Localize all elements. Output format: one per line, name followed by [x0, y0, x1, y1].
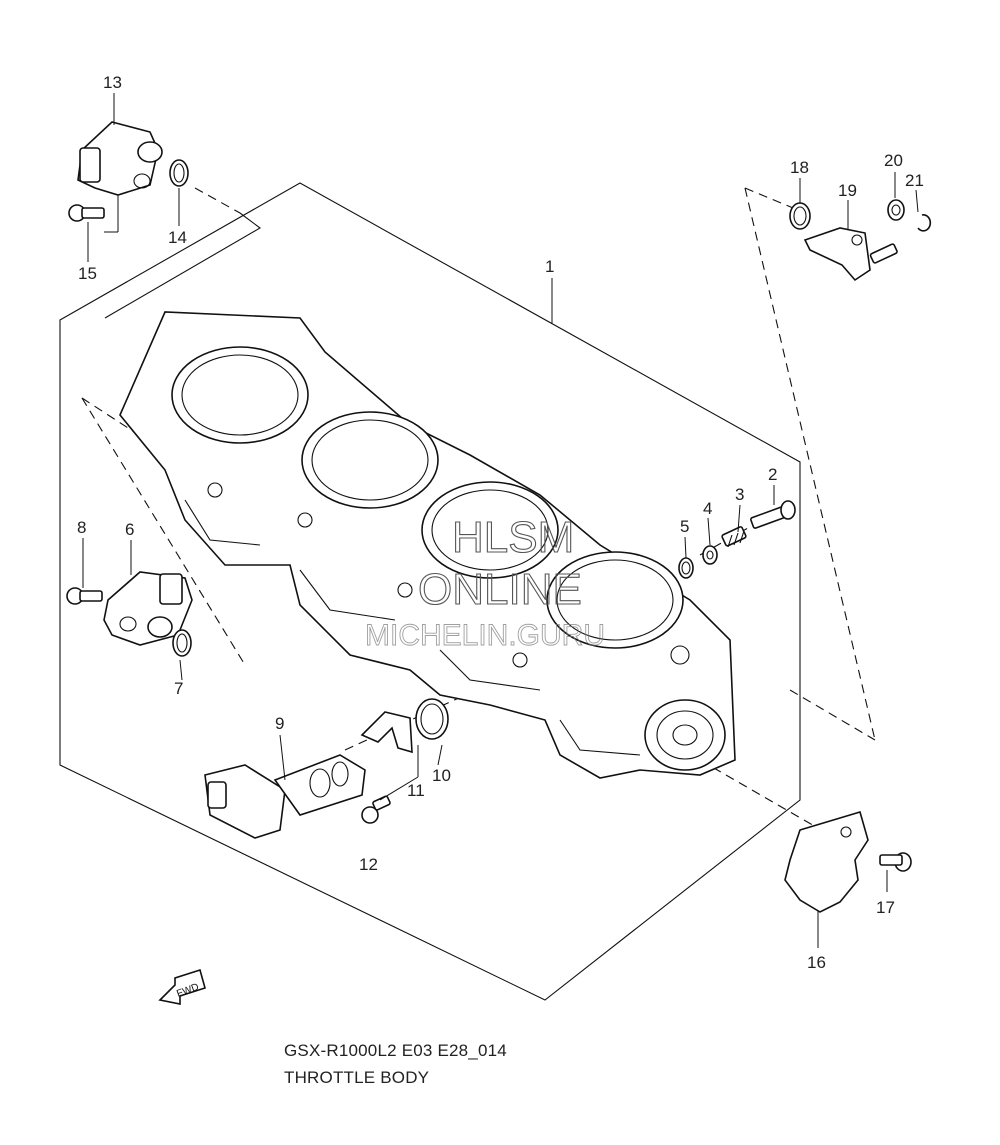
- guide-line-top: [194, 187, 241, 214]
- callout-20: 20: [884, 151, 903, 170]
- part-3-spring: [721, 526, 747, 548]
- diagram-code-caption: GSX-R1000L2 E03 E28_014: [284, 1041, 507, 1060]
- part-4-washer: [702, 545, 718, 565]
- callout-14: 14: [168, 228, 187, 247]
- callout-13: 13: [103, 73, 122, 92]
- part-2-screw: [750, 500, 796, 529]
- part-9-sensor: [204, 754, 366, 839]
- assembly-frame: [59, 182, 801, 1001]
- callout-16: 16: [807, 953, 826, 972]
- watermark-line-1: HLSM: [452, 513, 574, 562]
- callout-21: 21: [905, 171, 924, 190]
- diagram-title-caption: THROTTLE BODY: [284, 1068, 430, 1087]
- part-8-screw: [66, 587, 103, 605]
- watermark: HLSM ONLINE MICHELIN.GURU: [365, 512, 606, 652]
- watermark-line-3: MICHELIN.GURU: [365, 619, 605, 652]
- guide-line-left-a: [81, 397, 246, 666]
- callout-5: 5: [680, 517, 689, 536]
- part-19-lever: [803, 227, 898, 282]
- leader-lines: [82, 93, 919, 948]
- guide-line-right-b: [744, 187, 811, 216]
- part-11-clamp: [360, 711, 413, 754]
- part-13-sensor: [77, 121, 163, 196]
- part-17-bolt: [879, 852, 912, 872]
- bore-3: [421, 481, 559, 579]
- watermark-line-2: ONLINE: [418, 565, 582, 614]
- part-16-bracket: [784, 811, 869, 913]
- callouts: 1 2 3 4 5 6 7 8 9 10 11 12 13 14 15 16 1…: [77, 73, 924, 972]
- callout-18: 18: [790, 158, 809, 177]
- bore-4: [546, 551, 684, 649]
- part-21-clip: [917, 214, 932, 232]
- callout-8: 8: [77, 518, 86, 537]
- part-12-screw: [361, 795, 391, 824]
- callout-19: 19: [838, 181, 857, 200]
- callout-3: 3: [735, 485, 744, 504]
- part-6-sensor: [103, 571, 193, 646]
- part-7-o-ring: [172, 629, 192, 657]
- bore-2: [301, 411, 439, 509]
- bore-1: [171, 346, 309, 444]
- throttle-body-assembly: [119, 311, 736, 779]
- callout-10: 10: [432, 766, 451, 785]
- callout-7: 7: [174, 679, 183, 698]
- guide-line-right-c: [789, 689, 876, 741]
- guide-line-right-a: [744, 187, 876, 741]
- callout-15: 15: [78, 264, 97, 283]
- callout-11: 11: [407, 781, 425, 800]
- callout-1: 1: [545, 257, 554, 276]
- part-14-o-ring: [169, 159, 189, 187]
- callout-6: 6: [125, 520, 134, 539]
- callout-12: 12: [359, 855, 378, 874]
- callout-9: 9: [275, 714, 284, 733]
- part-15-screw: [68, 204, 105, 222]
- part-20-washer: [887, 199, 905, 221]
- callout-2: 2: [768, 465, 777, 484]
- part-5-o-ring: [678, 557, 694, 579]
- guide-line-bottom-right: [699, 759, 831, 836]
- fwd-arrow-icon: FWD: [158, 968, 206, 1005]
- callout-17: 17: [876, 898, 895, 917]
- callout-4: 4: [703, 499, 712, 518]
- guide-line-upper-inner: [104, 212, 261, 319]
